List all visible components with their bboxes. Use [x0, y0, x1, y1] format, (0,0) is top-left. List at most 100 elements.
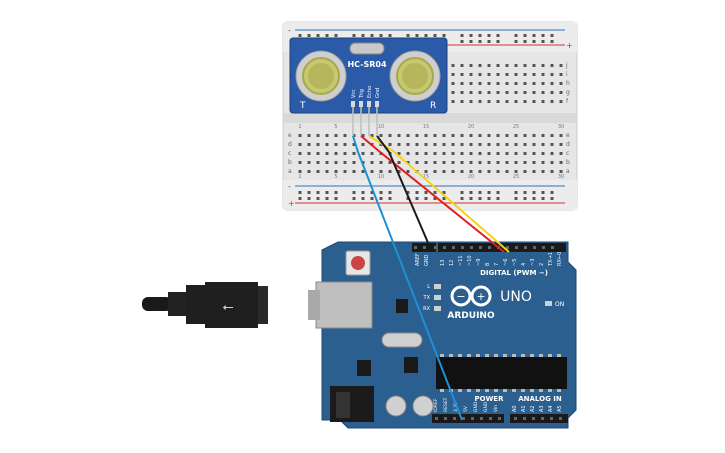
- breadboard-hole[interactable]: [478, 170, 482, 173]
- rail-hole[interactable]: [541, 34, 545, 37]
- header-hole[interactable]: [461, 246, 464, 249]
- header-hole[interactable]: [489, 417, 492, 420]
- breadboard-hole[interactable]: [505, 73, 509, 76]
- breadboard-hole[interactable]: [352, 152, 356, 155]
- breadboard-hole[interactable]: [397, 152, 401, 155]
- breadboard-hole[interactable]: [469, 134, 473, 137]
- breadboard-hole[interactable]: [550, 170, 554, 173]
- breadboard-hole[interactable]: [532, 161, 536, 164]
- breadboard-hole[interactable]: [370, 170, 374, 173]
- rail-hole[interactable]: [523, 40, 527, 43]
- breadboard-hole[interactable]: [361, 170, 365, 173]
- pin-header-echo[interactable]: [367, 101, 371, 107]
- breadboard-hole[interactable]: [478, 64, 482, 67]
- rail-hole[interactable]: [541, 197, 545, 200]
- wire-echo-to-pin7[interactable]: [368, 135, 510, 253]
- breadboard-hole[interactable]: [424, 152, 428, 155]
- breadboard-hole[interactable]: [496, 82, 500, 85]
- breadboard-hole[interactable]: [541, 143, 545, 146]
- breadboard-hole[interactable]: [514, 170, 518, 173]
- breadboard-hole[interactable]: [451, 152, 455, 155]
- breadboard-hole[interactable]: [541, 152, 545, 155]
- breadboard-hole[interactable]: [532, 170, 536, 173]
- rail-hole[interactable]: [469, 34, 473, 37]
- breadboard-hole[interactable]: [451, 82, 455, 85]
- reset-button[interactable]: [351, 256, 365, 270]
- breadboard-hole[interactable]: [559, 82, 563, 85]
- rail-hole[interactable]: [550, 34, 554, 37]
- pin-header-gnd[interactable]: [375, 101, 379, 107]
- rail-hole[interactable]: [370, 34, 374, 37]
- breadboard-hole[interactable]: [460, 82, 464, 85]
- breadboard-hole[interactable]: [451, 134, 455, 137]
- rail-hole[interactable]: [334, 197, 338, 200]
- breadboard-hole[interactable]: [514, 152, 518, 155]
- breadboard-hole[interactable]: [532, 100, 536, 103]
- breadboard-hole[interactable]: [298, 134, 302, 137]
- breadboard-hole[interactable]: [478, 91, 482, 94]
- breadboard-hole[interactable]: [415, 134, 419, 137]
- rail-hole[interactable]: [352, 34, 356, 37]
- rail-hole[interactable]: [487, 191, 491, 194]
- breadboard-hole[interactable]: [559, 100, 563, 103]
- breadboard-hole[interactable]: [343, 170, 347, 173]
- breadboard-hole[interactable]: [505, 82, 509, 85]
- rail-hole[interactable]: [487, 34, 491, 37]
- rail-hole[interactable]: [388, 191, 392, 194]
- header-hole[interactable]: [532, 417, 535, 420]
- breadboard-hole[interactable]: [478, 134, 482, 137]
- breadboard-hole[interactable]: [514, 100, 518, 103]
- breadboard-hole[interactable]: [307, 152, 311, 155]
- rail-hole[interactable]: [460, 40, 464, 43]
- breadboard-hole[interactable]: [505, 91, 509, 94]
- breadboard-hole[interactable]: [523, 152, 527, 155]
- breadboard-hole[interactable]: [550, 64, 554, 67]
- breadboard-hole[interactable]: [496, 152, 500, 155]
- breadboard-hole[interactable]: [532, 82, 536, 85]
- breadboard-hole[interactable]: [334, 170, 338, 173]
- breadboard-hole[interactable]: [478, 100, 482, 103]
- rail-hole[interactable]: [478, 191, 482, 194]
- breadboard-hole[interactable]: [496, 100, 500, 103]
- breadboard-hole[interactable]: [469, 143, 473, 146]
- breadboard-hole[interactable]: [460, 161, 464, 164]
- rail-hole[interactable]: [307, 191, 311, 194]
- breadboard-hole[interactable]: [352, 170, 356, 173]
- breadboard-hole[interactable]: [559, 64, 563, 67]
- rail-hole[interactable]: [460, 197, 464, 200]
- breadboard-hole[interactable]: [505, 170, 509, 173]
- breadboard-hole[interactable]: [469, 91, 473, 94]
- breadboard-hole[interactable]: [460, 170, 464, 173]
- breadboard-hole[interactable]: [334, 152, 338, 155]
- breadboard-hole[interactable]: [451, 91, 455, 94]
- breadboard-hole[interactable]: [406, 170, 410, 173]
- breadboard-hole[interactable]: [406, 152, 410, 155]
- breadboard-hole[interactable]: [523, 91, 527, 94]
- header-hole[interactable]: [434, 246, 437, 249]
- breadboard-hole[interactable]: [514, 82, 518, 85]
- breadboard-hole[interactable]: [469, 73, 473, 76]
- breadboard-hole[interactable]: [469, 161, 473, 164]
- power-header[interactable]: [432, 414, 504, 423]
- breadboard-hole[interactable]: [541, 161, 545, 164]
- rail-hole[interactable]: [442, 191, 446, 194]
- breadboard-hole[interactable]: [550, 82, 554, 85]
- rail-hole[interactable]: [298, 197, 302, 200]
- rail-hole[interactable]: [424, 197, 428, 200]
- breadboard-hole[interactable]: [361, 134, 365, 137]
- breadboard-hole[interactable]: [415, 143, 419, 146]
- breadboard-hole[interactable]: [532, 73, 536, 76]
- breadboard-hole[interactable]: [415, 161, 419, 164]
- breadboard-hole[interactable]: [352, 134, 356, 137]
- rail-hole[interactable]: [424, 34, 428, 37]
- breadboard-hole[interactable]: [379, 161, 383, 164]
- breadboard-hole[interactable]: [514, 134, 518, 137]
- breadboard-hole[interactable]: [298, 143, 302, 146]
- breadboard-hole[interactable]: [433, 161, 437, 164]
- breadboard-hole[interactable]: [370, 161, 374, 164]
- breadboard-hole[interactable]: [460, 143, 464, 146]
- breadboard-hole[interactable]: [442, 143, 446, 146]
- breadboard-hole[interactable]: [523, 73, 527, 76]
- breadboard-hole[interactable]: [523, 134, 527, 137]
